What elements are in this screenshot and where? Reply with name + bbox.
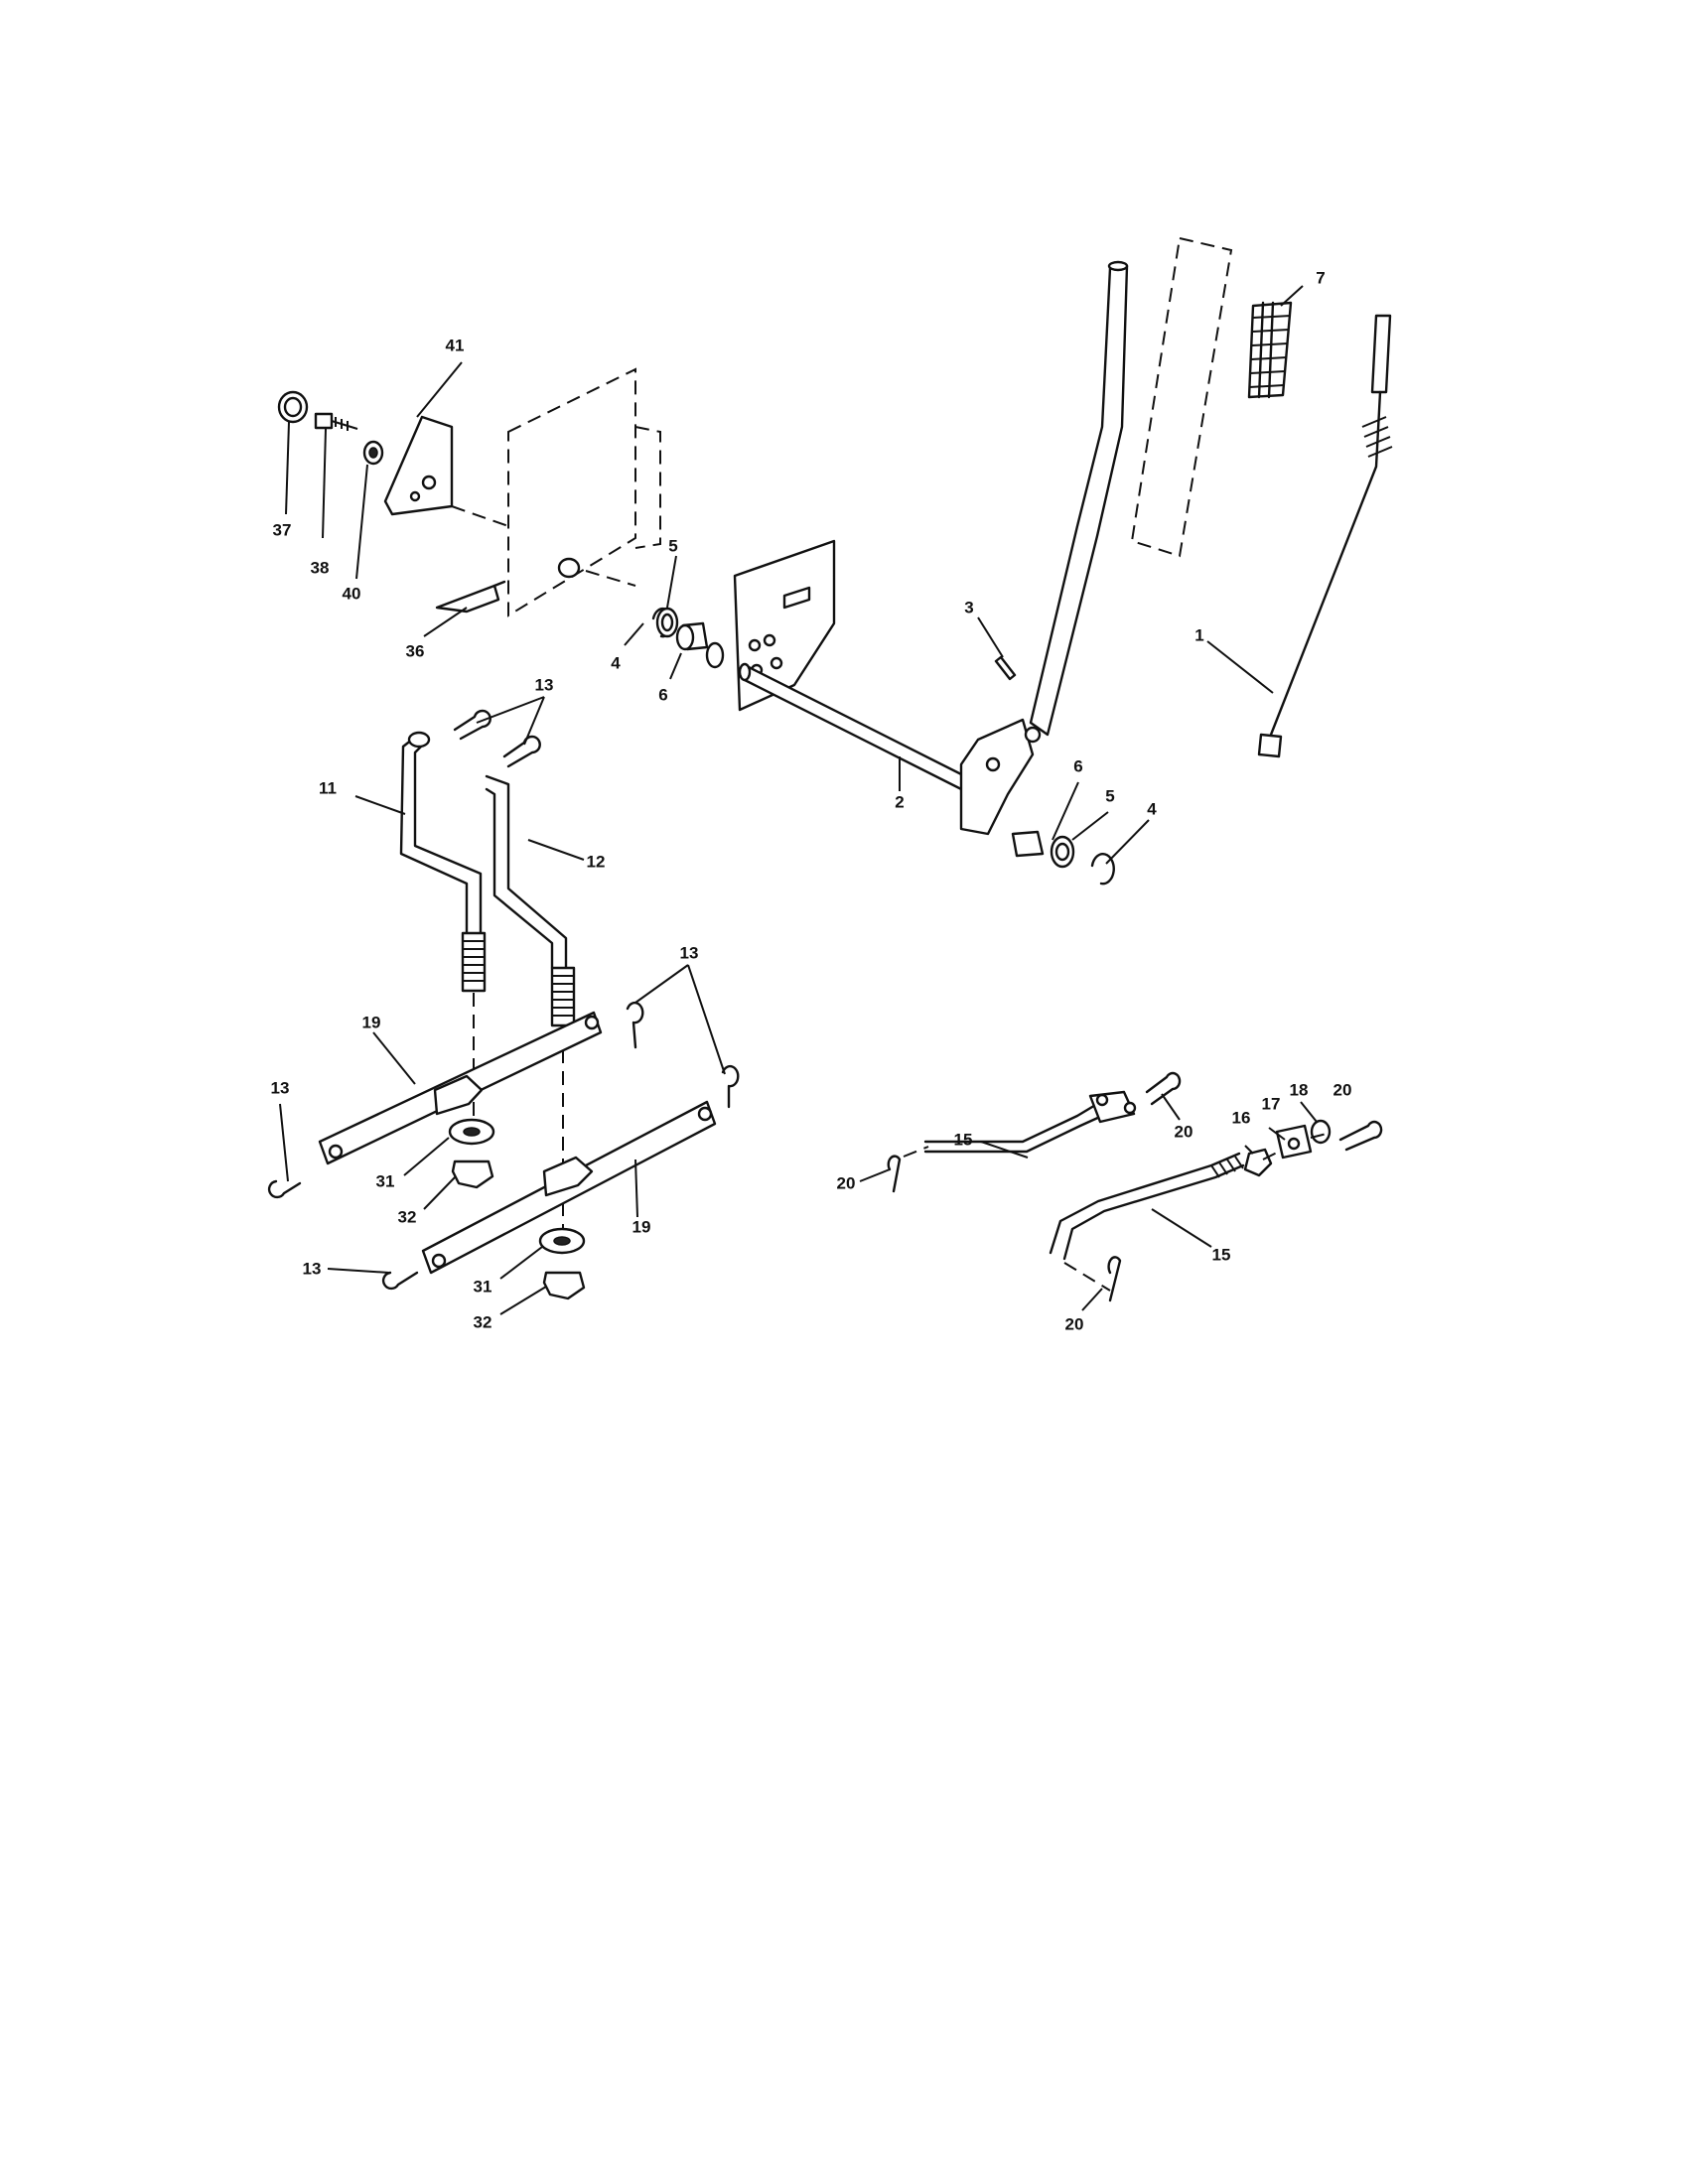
part-13-clip-top-2 [502, 735, 541, 768]
part-20-clip-far-right [1338, 1120, 1383, 1152]
grip-outline [1130, 236, 1233, 558]
callout-13-left: 13 [271, 1079, 290, 1098]
part-13-clip-right-1 [626, 1001, 644, 1049]
callout-19-upper: 19 [362, 1014, 381, 1032]
part-20-clip-upper-right [1145, 1071, 1182, 1106]
callout-20-lower: 20 [1065, 1315, 1084, 1334]
callout-16: 16 [1232, 1109, 1251, 1128]
part-6-bushing-right [1011, 830, 1045, 858]
callout-20-upper-right: 20 [1175, 1123, 1193, 1142]
callout-36: 36 [406, 642, 425, 661]
callout-3: 3 [964, 599, 973, 617]
adjustment-rods-assembly [887, 1071, 1383, 1302]
callout-labels: 1 2 3 4 4 5 5 6 6 7 11 12 13 13 13 13 15… [271, 269, 1352, 1334]
callout-13-right: 13 [680, 944, 699, 963]
part-1-rod [1257, 314, 1393, 758]
part-20-clip-lower [1107, 1256, 1122, 1302]
part-5-washer-right [1050, 835, 1075, 869]
mounting-plate-outline [507, 367, 636, 617]
lift-handle-assembly [277, 236, 1393, 886]
callout-6-left: 6 [658, 686, 667, 705]
callout-15-upper: 15 [954, 1131, 973, 1150]
leader-lines [279, 285, 1318, 1315]
callout-17: 17 [1262, 1095, 1281, 1114]
callout-13-bottom: 13 [303, 1260, 322, 1279]
lift-handle-lever [1029, 264, 1129, 737]
callout-32-upper: 32 [398, 1208, 417, 1227]
callout-40: 40 [343, 585, 361, 604]
callout-1: 1 [1194, 626, 1203, 645]
part-36-clip [435, 584, 500, 614]
callout-2: 2 [895, 793, 904, 812]
callout-5-right: 5 [1105, 787, 1114, 806]
part-11-lift-link [399, 738, 469, 935]
part-2-shaft [743, 663, 983, 801]
part-37-ring [277, 390, 309, 424]
part-16-nut [1243, 1148, 1273, 1177]
callout-11: 11 [319, 779, 337, 798]
part-13-clip-right-2 [721, 1064, 740, 1109]
part-18-clip [1310, 1119, 1332, 1145]
callout-20-upper-left: 20 [837, 1174, 856, 1193]
part-12-lift-link [485, 774, 568, 970]
part-32-nut-lower [542, 1271, 586, 1300]
callout-12: 12 [587, 853, 606, 872]
lift-links-assembly [267, 709, 740, 1300]
part-13-clip-left [267, 1179, 302, 1199]
callout-7: 7 [1316, 269, 1325, 288]
part-5-washer-left [655, 607, 679, 638]
callout-32-lower: 32 [474, 1313, 492, 1332]
callout-6-right: 6 [1073, 757, 1082, 776]
part-13-clip-bottom [381, 1271, 419, 1291]
callout-38: 38 [311, 559, 330, 578]
plate-bushing [557, 557, 581, 579]
part-4-ring-right [1090, 853, 1115, 886]
callout-4-right: 4 [1147, 800, 1157, 819]
part-7-grip [1247, 301, 1293, 399]
part-20-clip-upper-left [887, 1155, 902, 1193]
callout-13-top: 13 [535, 676, 554, 695]
part-41-bracket [383, 415, 454, 516]
callout-15-lower: 15 [1212, 1246, 1231, 1265]
part-38-bolt [314, 412, 358, 431]
callout-19-lower: 19 [632, 1218, 651, 1237]
part-13-clip-top-1 [453, 709, 491, 741]
callout-4-left: 4 [611, 654, 621, 673]
lever-pivot-block [959, 718, 1035, 836]
callout-41: 41 [446, 337, 465, 355]
callout-31-lower: 31 [474, 1278, 492, 1297]
callout-5-left: 5 [668, 537, 677, 556]
callout-20-far-right: 20 [1333, 1081, 1352, 1100]
part-32-nut-upper [451, 1160, 494, 1189]
part-15-rod-lower [1049, 1152, 1241, 1255]
callout-37: 37 [273, 521, 292, 540]
callout-31-upper: 31 [376, 1172, 395, 1191]
part-15-rod-upper [923, 1102, 1099, 1144]
callout-18: 18 [1290, 1081, 1309, 1100]
part-3-pin [994, 655, 1017, 681]
